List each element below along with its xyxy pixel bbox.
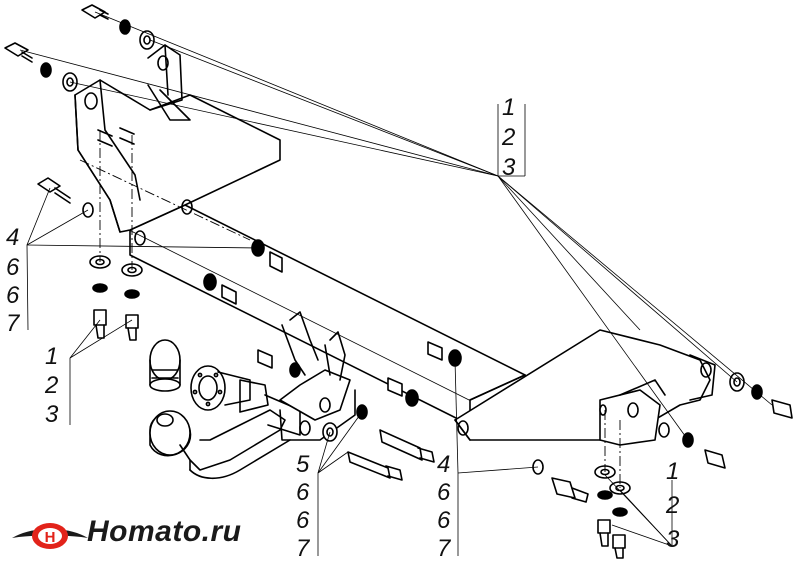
svg-text:H: H [45,529,56,546]
callout-left-upper-6b: 6 [6,282,20,309]
bolt [81,4,109,20]
callout-left-upper-7: 7 [6,310,20,337]
electrical-socket [190,365,251,411]
washer [658,422,670,438]
nut [257,349,273,369]
bolt [37,177,71,204]
bolt [771,399,793,419]
washer [40,62,52,78]
callout-bottom-right-2: 2 [666,492,680,519]
callout-mid-lower-6a: 6 [296,479,310,506]
bolt [347,451,403,481]
bolt [612,534,626,559]
callout-top-right-2: 2 [502,124,516,151]
nut [427,341,443,361]
nut [405,389,419,407]
logo-wing-icon: H [12,523,88,549]
nut [289,362,301,378]
callout-top-right-1: 1 [502,94,516,121]
callout-bottom-right-3: 3 [666,526,680,553]
tow-ball-assembly [149,311,356,480]
washer [139,30,155,50]
left-bracket [74,44,281,246]
bolt [4,42,33,63]
callout-left-lower-2: 2 [45,372,59,399]
logo-text: Homato.ru [87,515,242,548]
callout-left-lower-3: 3 [45,401,59,428]
nut [269,251,283,273]
washer [599,404,607,416]
bolt [597,519,611,547]
washer [597,490,613,500]
bolt [125,314,139,341]
washer [92,283,108,293]
callout-left-lower-1: 1 [45,343,59,370]
nut [387,377,403,397]
right-bracket [454,329,716,446]
callout-left-upper-4: 4 [6,224,20,251]
ball-cover [149,339,181,392]
callout-center-lower-4: 4 [437,451,451,478]
bolt [93,309,107,339]
bolt [704,449,726,469]
callout-center-lower-6a: 6 [437,479,451,506]
brand-logo: Homato.ru [10,508,270,558]
callout-center-lower-6b: 6 [437,507,451,534]
callout-mid-lower-6b: 6 [296,507,310,534]
washer [612,507,628,517]
callout-center-lower-7: 7 [437,535,451,562]
callout-left-upper-6a: 6 [6,254,20,281]
washer [124,289,140,299]
bolt [379,429,435,463]
callout-top-right-3: 3 [502,154,516,181]
callout-mid-lower-5: 5 [296,451,310,478]
washer [119,19,131,35]
nut [221,284,237,305]
bolt [551,477,589,503]
nut [203,273,217,291]
callout-bottom-right-1: 1 [666,458,680,485]
callout-mid-lower-7: 7 [296,535,310,562]
